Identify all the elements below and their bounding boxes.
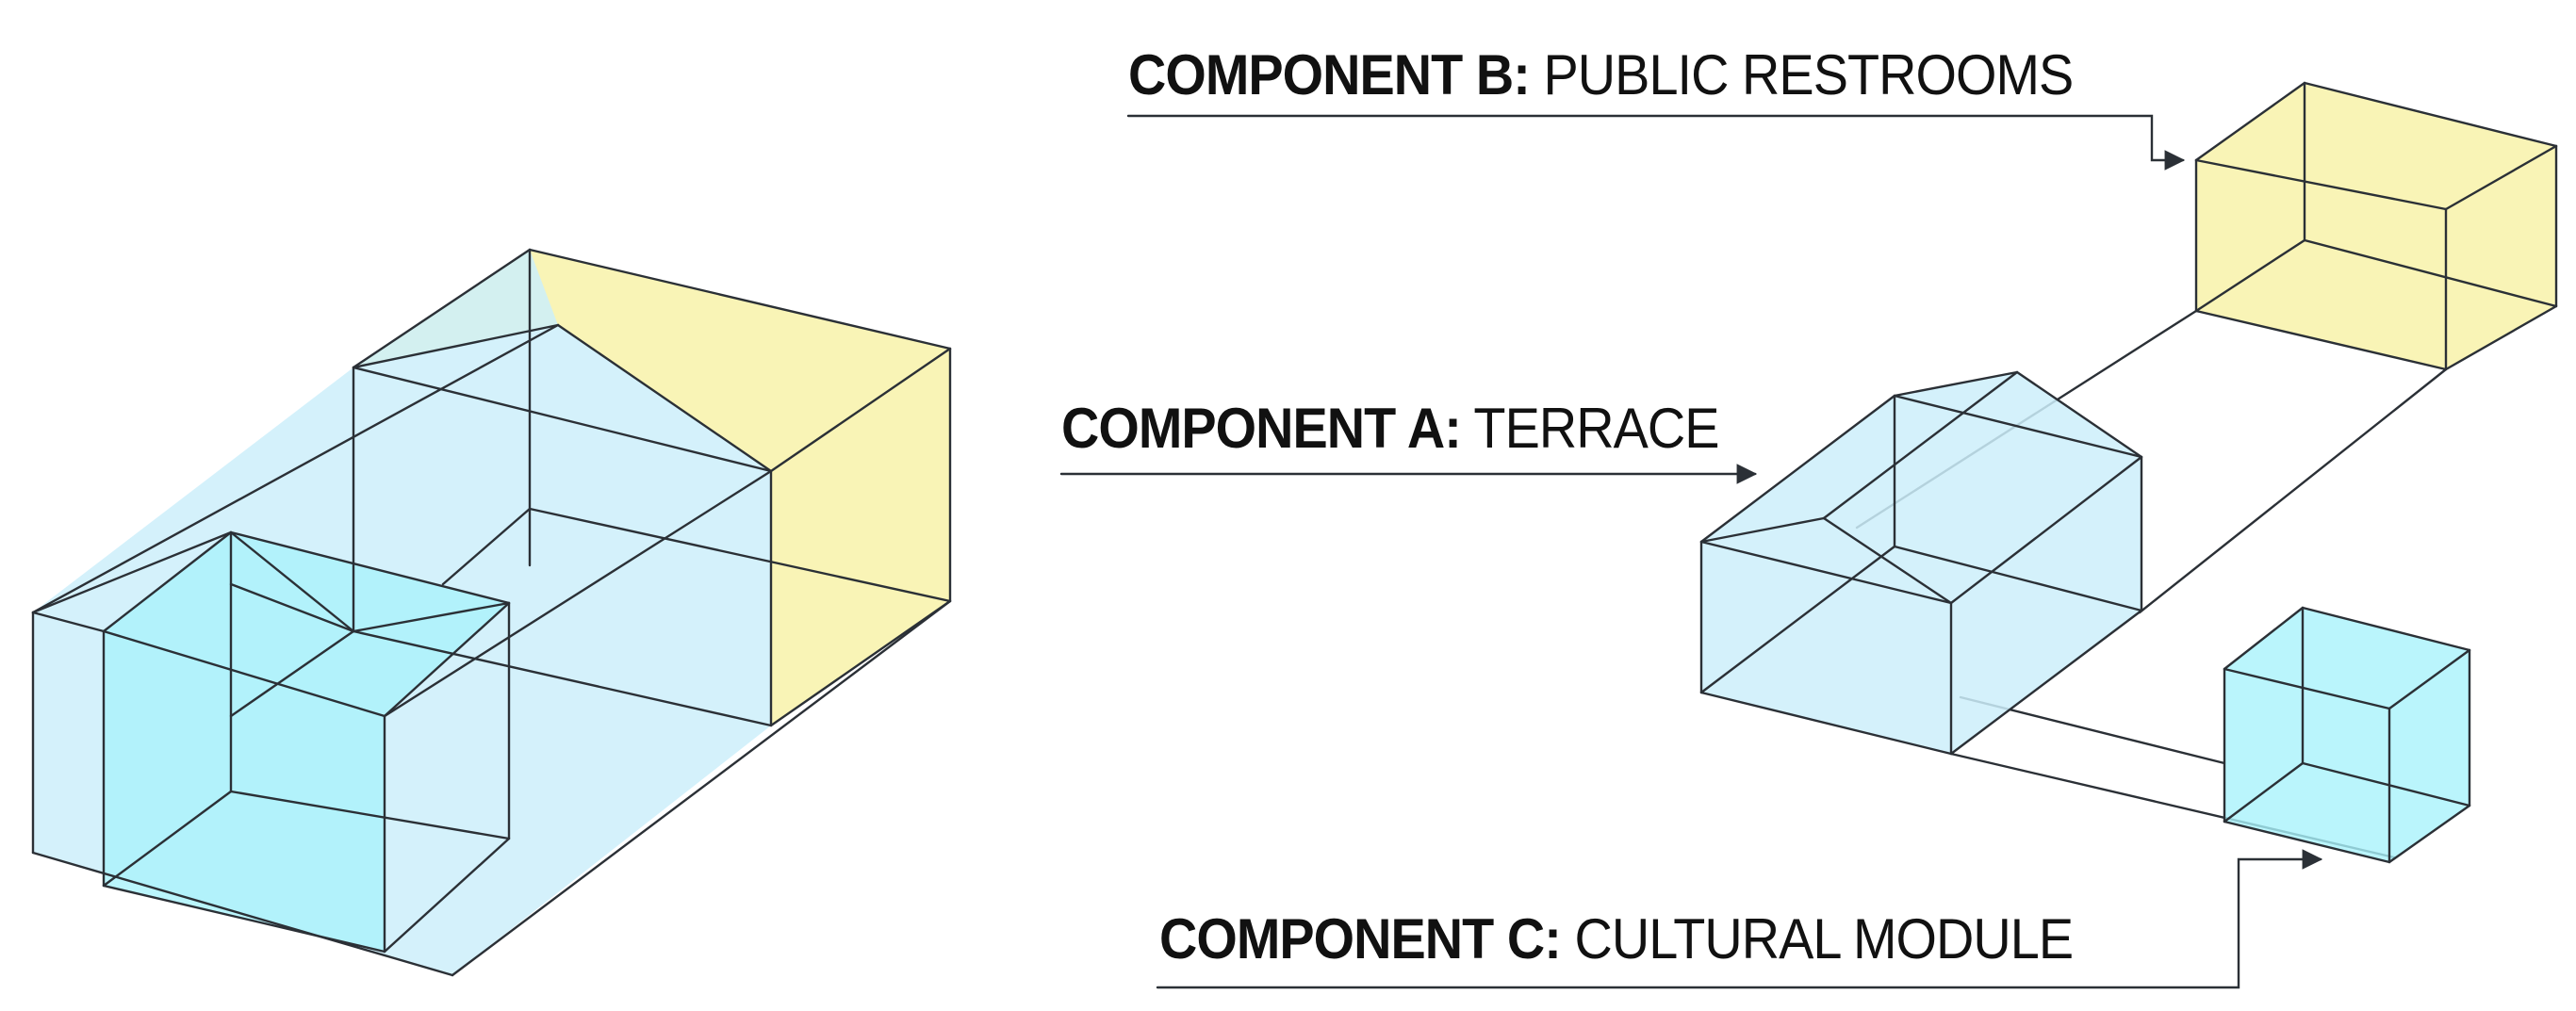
component-a-key: COMPONENT A: bbox=[1061, 397, 1462, 460]
component-c-label: COMPONENT C: CULTURAL MODULE bbox=[1159, 911, 2074, 968]
component-a-terrace-volume bbox=[1699, 370, 2143, 756]
component-b-restroom-box bbox=[2194, 81, 2558, 371]
component-b-name: PUBLIC RESTROOMS bbox=[1543, 43, 2075, 106]
component-c-key: COMPONENT C: bbox=[1159, 907, 1562, 970]
component-a-name: TERRACE bbox=[1473, 397, 1719, 460]
leader-line-b bbox=[1126, 114, 2186, 171]
assembled-cultural-module bbox=[104, 532, 509, 952]
assembled-building bbox=[31, 248, 952, 977]
leader-line-c bbox=[1156, 849, 2323, 989]
component-b-label: COMPONENT B: PUBLIC RESTROOMS bbox=[1128, 47, 2074, 104]
component-a-label: COMPONENT A: TERRACE bbox=[1061, 400, 1719, 457]
component-b-key: COMPONENT B: bbox=[1128, 43, 1531, 106]
component-c-cultural-cube bbox=[2223, 606, 2471, 864]
assembled-building-edges bbox=[31, 248, 952, 977]
leader-lines bbox=[1059, 114, 2323, 989]
component-c-name: CULTURAL MODULE bbox=[1574, 907, 2075, 970]
